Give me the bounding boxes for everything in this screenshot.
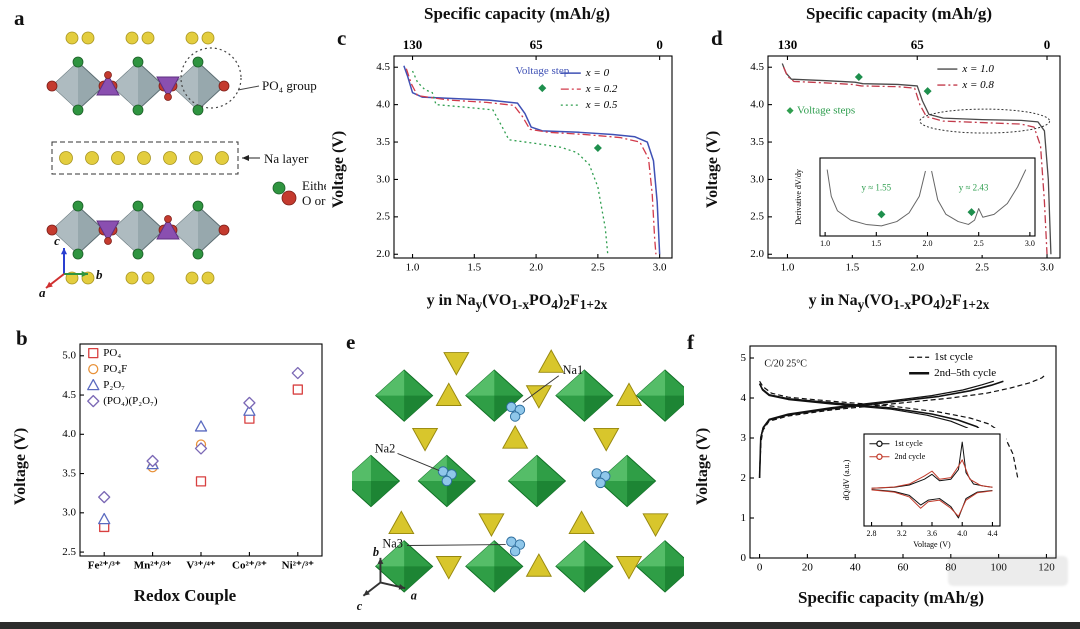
na2-label: Na2 bbox=[375, 442, 396, 456]
panel-label-b: b bbox=[16, 326, 28, 350]
po4-group-label: PO₄ group bbox=[262, 78, 317, 93]
ylabel-c: Voltage (V) bbox=[330, 130, 347, 208]
panel-label-a: a bbox=[14, 6, 25, 30]
watermark bbox=[948, 556, 1068, 586]
ylabel-b: Voltage (V) bbox=[12, 427, 29, 505]
chart-b-canvas bbox=[34, 336, 330, 584]
crystal-structure-a-shapes bbox=[45, 31, 297, 289]
chart-f-inset-canvas bbox=[838, 428, 1006, 550]
panel-label-c: c bbox=[337, 26, 347, 50]
bottom-crop-bar bbox=[0, 622, 1080, 629]
panel-label-d: d bbox=[711, 26, 723, 50]
xlabel-f: Specific capacity (mAh/g) bbox=[797, 588, 985, 607]
xlabel-b: Redox Couple bbox=[133, 586, 237, 605]
ylabel-d: Voltage (V) bbox=[704, 130, 721, 208]
na1-label: Na1 bbox=[563, 363, 584, 377]
axis-c-label: c bbox=[54, 233, 60, 248]
na3-label: Na3 bbox=[382, 536, 403, 550]
crystal-structure-e: Na1 Na2 Na3 b a c bbox=[352, 349, 684, 613]
crystal-structure-e-labels: Na1 Na2 Na3 b a c bbox=[357, 363, 583, 613]
chart-c-canvas bbox=[352, 26, 682, 290]
panel-label-e: e bbox=[346, 330, 356, 354]
top-axis-title-d: Specific capacity (mAh/g) bbox=[805, 4, 993, 23]
axis-c-label: c bbox=[357, 599, 363, 613]
axis-b-label: b bbox=[373, 545, 379, 559]
legend-either: Either bbox=[302, 178, 326, 193]
axis-a-label: a bbox=[411, 589, 417, 603]
axis-b-label: b bbox=[96, 267, 103, 282]
xlabel-c: y in Nay(VO1-xPO4)2F1+2x bbox=[426, 292, 608, 313]
na-layer-label: Na layer bbox=[264, 151, 309, 166]
legend-o-or-f: O or F bbox=[302, 193, 326, 208]
crystal-structure-a-labels: PO₄ group Na layer Either O or F c b a bbox=[39, 78, 326, 300]
axis-a-label: a bbox=[39, 285, 46, 300]
panel-label-f: f bbox=[687, 330, 694, 354]
ylabel-f: Voltage (V) bbox=[694, 427, 711, 505]
top-axis-title-c: Specific capacity (mAh/g) bbox=[423, 4, 611, 23]
chart-d-inset-canvas bbox=[790, 153, 1040, 255]
crystal-structure-e-shapes bbox=[352, 349, 684, 597]
crystal-structure-a: PO₄ group Na layer Either O or F c b a bbox=[39, 31, 326, 300]
xlabel-d: y in Nay(VO1-xPO4)2F1+2x bbox=[808, 292, 990, 313]
